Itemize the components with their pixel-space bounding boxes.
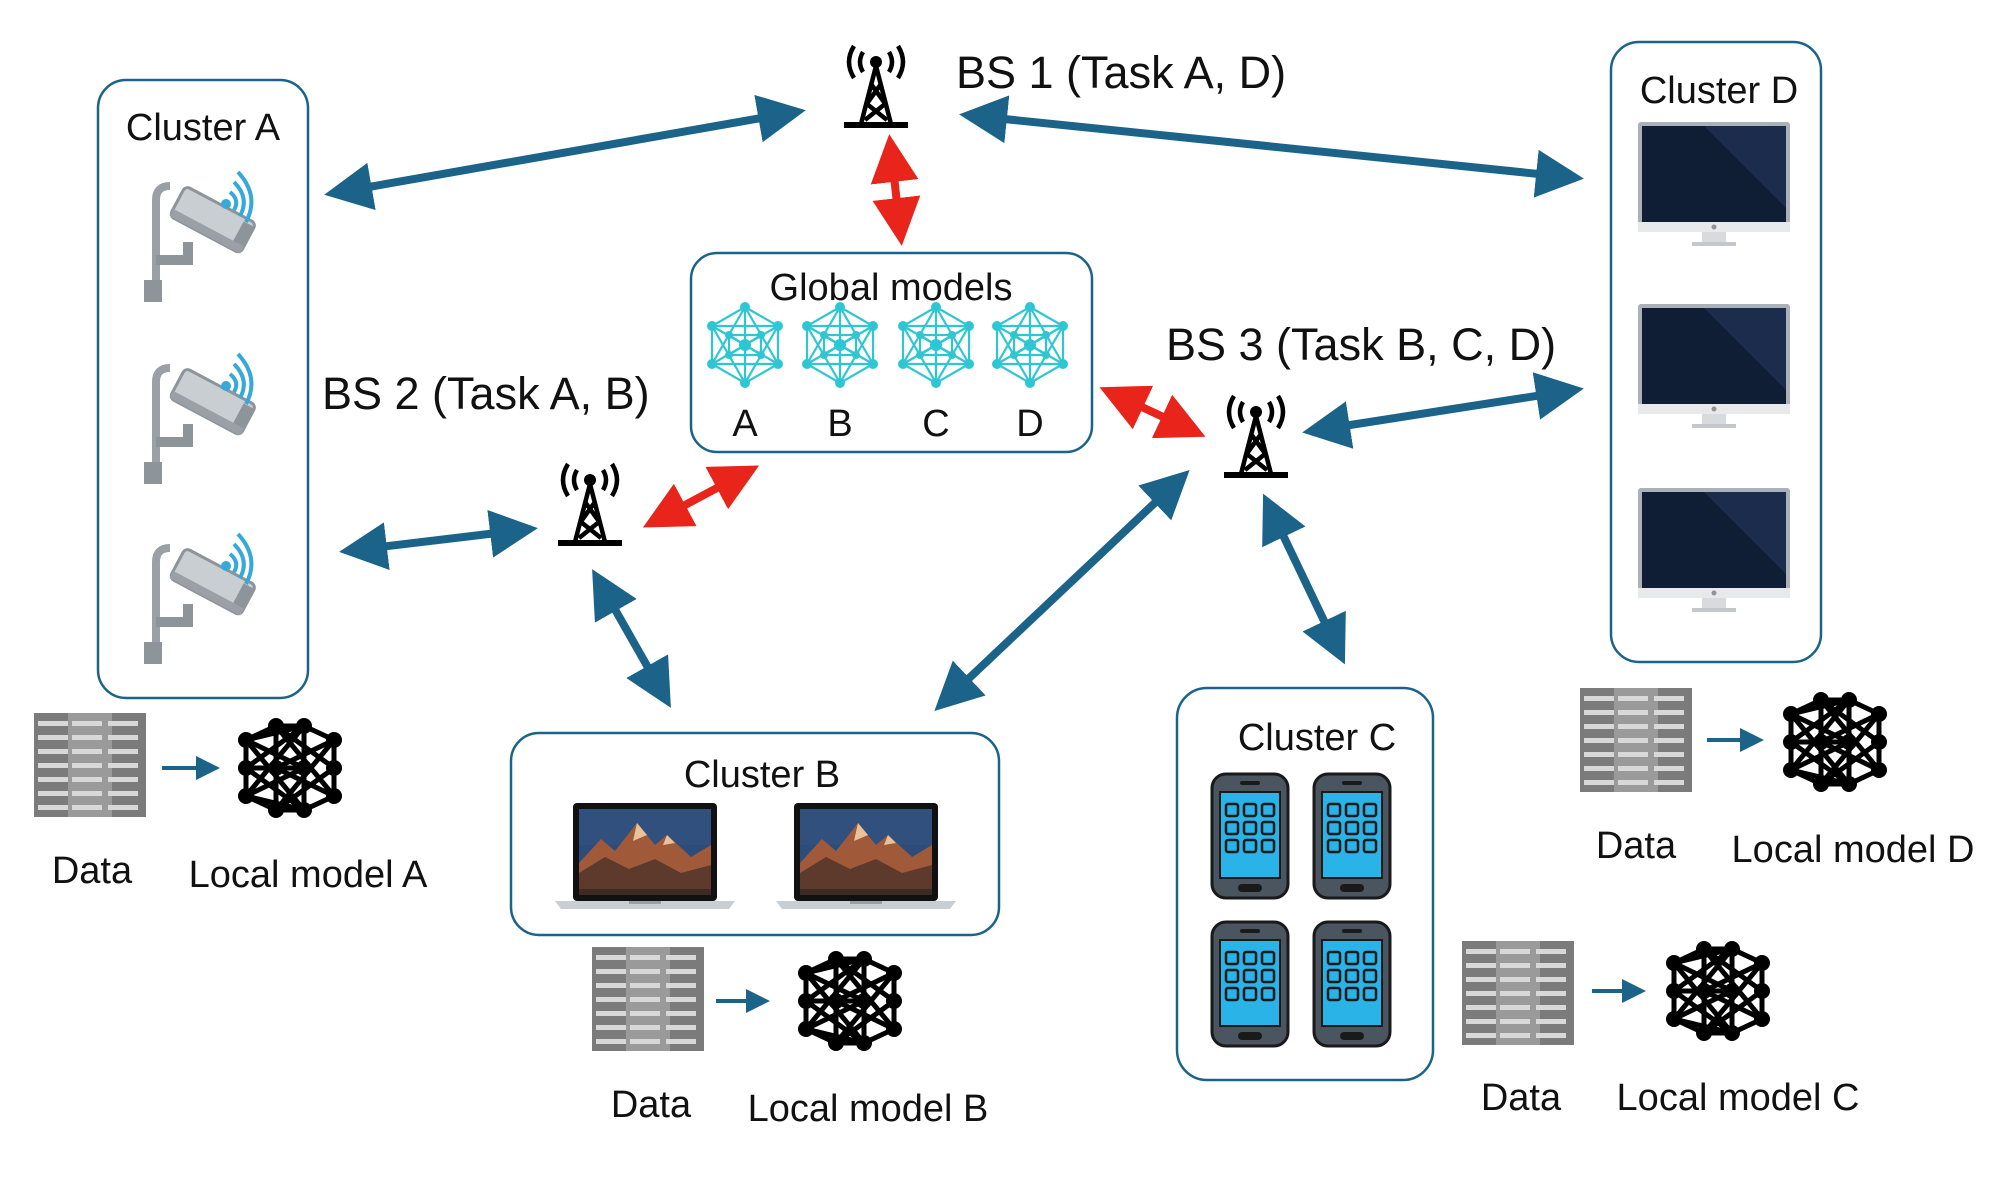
cluster-d-data-label: Data	[1596, 825, 1677, 867]
base-station-3: BS 3 (Task B, C, D)	[1166, 319, 1556, 478]
neural-network-icon	[1666, 941, 1770, 1041]
smartphone-icon	[1312, 920, 1392, 1048]
cluster-b-data-label: Data	[611, 1084, 692, 1126]
global-models-box: Global models A B C D	[689, 251, 1094, 454]
cluster-d-title: Cluster D	[1640, 70, 1798, 112]
server-rack-icon	[34, 713, 146, 817]
cluster-b-title: Cluster B	[684, 754, 840, 796]
smartphone-icon	[1210, 772, 1290, 900]
global-model-d-label: D	[1016, 403, 1043, 445]
bs1-label: BS 1 (Task A, D)	[956, 47, 1286, 98]
monitor-icon	[1638, 488, 1790, 612]
cluster-a: Cluster A	[96, 78, 310, 700]
cluster-d: Cluster D	[1609, 40, 1823, 664]
cluster-a-model-label: Local model A	[189, 854, 428, 896]
global-model-a-label: A	[732, 403, 758, 445]
cluster-b-model-label: Local model B	[748, 1088, 989, 1130]
server-rack-icon	[1462, 941, 1574, 1045]
antenna-tower-icon	[844, 46, 908, 128]
neural-network-icon	[1783, 692, 1887, 792]
global-model-b-label: B	[827, 403, 852, 445]
smartphone-icon	[1210, 920, 1290, 1048]
link-bs3-cluster-d	[1302, 372, 1584, 449]
cluster-c-model-label: Local model C	[1617, 1077, 1860, 1119]
laptop-icon	[776, 803, 956, 909]
link-bs1-cluster-d	[959, 95, 1584, 198]
cluster-a-data-label: Data	[52, 850, 133, 892]
global-models-title: Global models	[770, 267, 1013, 309]
link-bs3-cluster-c	[1262, 493, 1346, 665]
laptop-icon	[555, 803, 735, 909]
base-station-1: BS 1 (Task A, D)	[844, 46, 1286, 128]
base-station-2: BS 2 (Task A, B)	[322, 368, 650, 546]
link-bs3-global	[1099, 385, 1206, 439]
global-model-c-label: C	[922, 403, 949, 445]
antenna-tower-icon	[1224, 396, 1288, 478]
link-bs2-cluster-a	[339, 509, 538, 571]
cluster-a-title: Cluster A	[126, 107, 281, 149]
cluster-b: Cluster B	[509, 731, 1001, 937]
link-bs2-global	[642, 465, 760, 528]
cluster-c-title: Cluster C	[1238, 717, 1396, 759]
link-bs1-cluster-a	[324, 94, 806, 211]
bs2-label: BS 2 (Task A, B)	[322, 368, 650, 419]
cluster-c: Cluster C	[1175, 686, 1435, 1082]
link-bs1-global	[870, 134, 921, 246]
link-bs2-cluster-b	[592, 569, 671, 708]
cluster-c-data-label: Data	[1481, 1077, 1562, 1119]
neural-network-icon	[798, 951, 902, 1051]
smartphone-icon	[1312, 772, 1392, 900]
monitor-icon	[1638, 304, 1790, 428]
cluster-d-model-label: Local model D	[1732, 829, 1975, 871]
antenna-tower-icon	[558, 464, 622, 546]
server-rack-icon	[592, 947, 704, 1051]
server-rack-icon	[1580, 688, 1692, 792]
link-bs3-cluster-b	[934, 470, 1190, 711]
monitor-icon	[1638, 122, 1790, 246]
bs3-label: BS 3 (Task B, C, D)	[1166, 319, 1556, 370]
neural-network-icon	[238, 718, 342, 818]
